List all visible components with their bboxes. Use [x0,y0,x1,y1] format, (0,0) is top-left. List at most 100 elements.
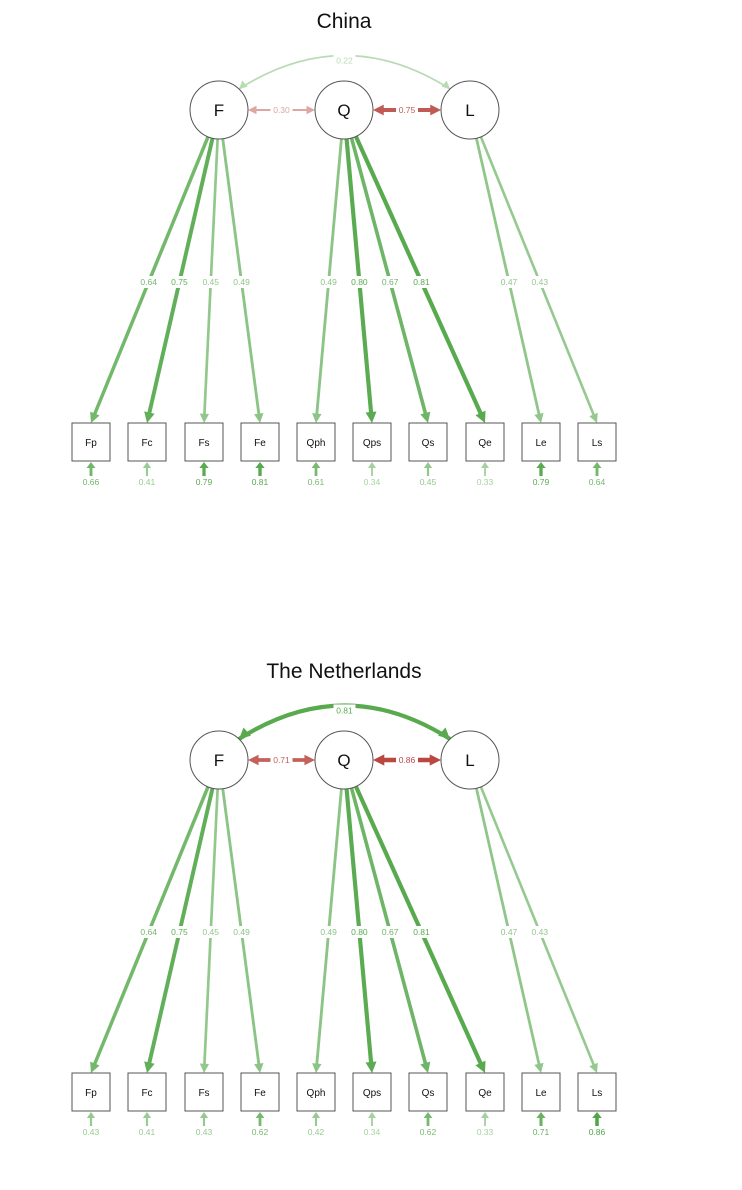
arrow-head [311,1112,321,1118]
arrow-head [367,462,377,468]
loading-Q-Qs [349,137,431,423]
loading-Q-Qps [344,138,377,423]
loading-label: 0.75 [171,277,188,287]
indicator-label: Fp [85,438,97,449]
residual-label: 0.43 [83,1127,100,1137]
residual-label: 0.43 [196,1127,213,1137]
residual-label: 0.79 [533,477,550,487]
arrow-head [90,1061,100,1073]
indicator-node-Qps: Qps [352,1072,392,1112]
indicator-label: Qs [422,1088,435,1099]
arrow-head [367,1112,377,1118]
loading-label: 0.45 [202,927,219,937]
label-backdrop [231,926,252,938]
residual-label: 0.41 [139,1127,156,1137]
loading-line [92,136,210,416]
residual-Le: 0.79 [533,462,550,487]
latent-label: L [465,101,474,120]
loading-label: 0.80 [351,277,368,287]
latent-node-L: L [440,730,500,790]
arrow-head [475,1060,486,1073]
residual-label: 0.41 [139,477,156,487]
residual-label: 0.71 [533,1127,550,1137]
indicator-label: Fc [141,438,152,449]
covariance-label: 0.81 [336,706,353,716]
label-backdrop [270,754,293,766]
indicator-label: Fs [198,1088,209,1099]
indicator-node-Qps: Qps [352,422,392,462]
label-backdrop [499,276,520,288]
indicator-box [296,422,336,462]
loading-line [147,137,215,414]
arrow-head [481,462,489,468]
residual-label: 0.81 [252,477,269,487]
indicator-node-Ls: Ls [577,422,617,462]
indicator-label: Fs [198,438,209,449]
arrow-head [199,462,209,468]
arrow-head [239,80,248,89]
loading-label: 0.43 [532,277,549,287]
indicator-label: Qph [307,1088,326,1099]
arrow-head [365,411,377,423]
residual-Ls: 0.64 [589,462,606,487]
latent-node-Q: Q [314,80,374,140]
indicator-node-Fp: Fp [71,422,111,462]
loading-F-Fc [144,137,215,423]
residual-label: 0.42 [308,1127,325,1137]
latent-label: Q [337,101,350,120]
arrow-head [142,1112,152,1118]
arrow-head [254,413,264,423]
arrow-head [475,410,486,423]
label-backdrop [200,276,221,288]
indicator-node-Qph: Qph [296,1072,336,1112]
indicator-label: Fc [141,1088,152,1099]
residual-label: 0.86 [589,1127,606,1137]
indicator-node-Fs: Fs [184,1072,224,1112]
label-backdrop [529,276,550,288]
arrow-head [365,1061,377,1073]
arrow-head [536,1112,546,1118]
loading-label: 0.49 [233,927,250,937]
loading-label: 0.81 [413,277,430,287]
residual-Qps: 0.34 [364,462,381,487]
indicator-box [127,422,167,462]
arrow-head [534,412,544,423]
indicator-node-Le: Le [521,1072,561,1112]
indicator-node-Ls: Ls [577,1072,617,1112]
indicator-label: Qs [422,438,435,449]
label-backdrop [499,926,520,938]
panel-title: The Netherlands [266,660,421,683]
label-backdrop [169,926,190,938]
residual-Qph: 0.42 [308,1112,325,1137]
residual-Qs: 0.45 [420,462,437,487]
covariance-label: 0.30 [273,105,290,115]
indicator-box [577,422,617,462]
latent-label: Q [337,751,350,770]
indicator-box [352,422,392,462]
arrow-head [423,462,433,468]
label-backdrop [411,926,432,938]
label-backdrop [318,926,339,938]
loading-label: 0.47 [501,277,518,287]
loading-label: 0.80 [351,927,368,937]
label-backdrop [411,276,432,288]
arrow-head [199,1063,210,1073]
arrow-head [90,411,100,423]
indicator-label: Fe [254,438,266,449]
latent-circle [314,730,374,790]
indicator-box [521,422,561,462]
loading-Q-Qe [353,785,486,1073]
residual-Fs: 0.43 [196,1112,213,1137]
latent-node-F: F [189,730,249,790]
latent-node-L: L [440,80,500,140]
latent-label: F [214,101,224,120]
arrow-head [312,1063,322,1073]
latent-circle [189,730,249,790]
residual-Qph: 0.61 [308,462,325,487]
arrow-head [255,462,265,468]
arrow-head [86,462,96,468]
indicator-label: Qps [363,1088,381,1099]
loading-Q-Qs [349,787,431,1073]
indicator-node-Fe: Fe [240,1072,280,1112]
